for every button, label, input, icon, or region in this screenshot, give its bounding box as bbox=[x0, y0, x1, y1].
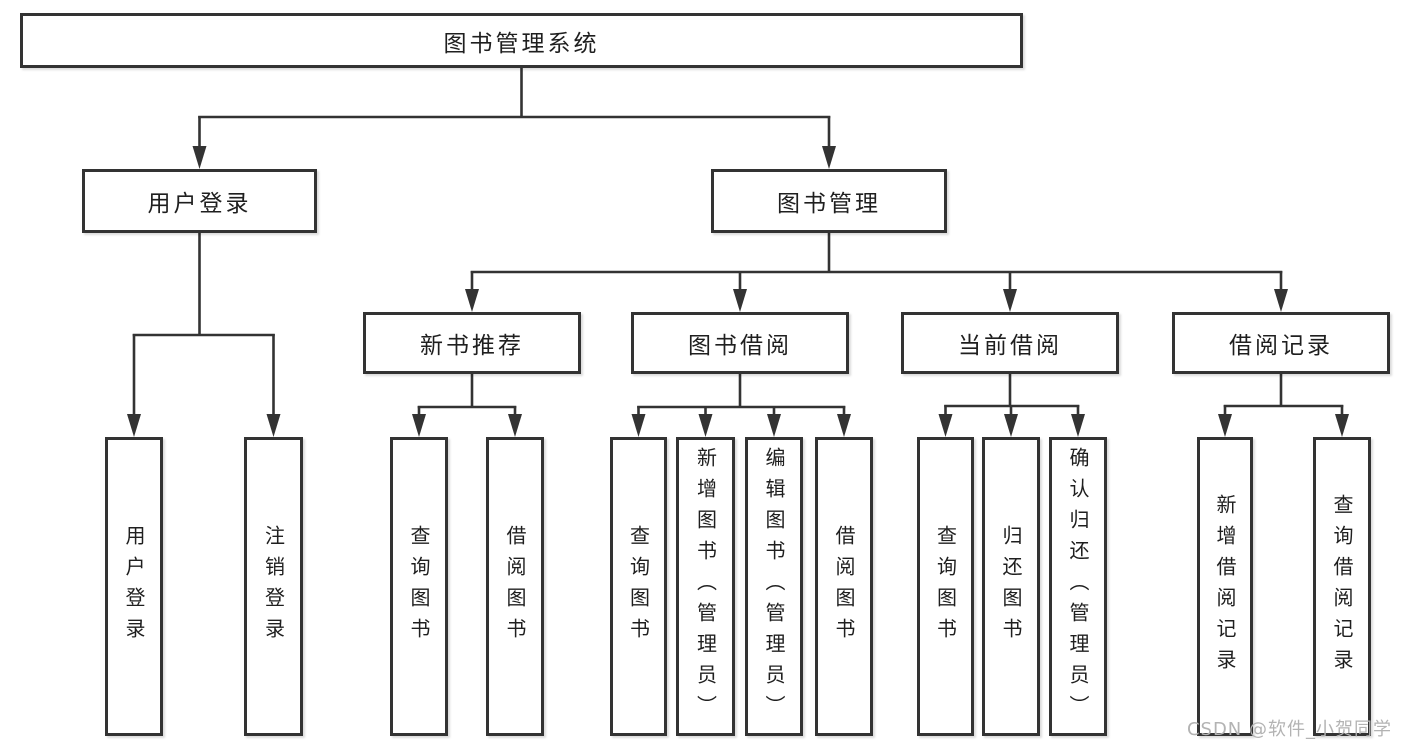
node-label: 注销登录 bbox=[261, 524, 286, 649]
node-cb-query-books: 查询图书 bbox=[917, 437, 974, 736]
node-borrow-records: 借阅记录 bbox=[1172, 312, 1390, 374]
node-label: 用户登录 bbox=[122, 524, 146, 649]
node-cb-return-books: 归还图书 bbox=[982, 437, 1040, 736]
node-label: 查询借阅记录 bbox=[1330, 493, 1354, 680]
node-book-borrow: 图书借阅 bbox=[631, 312, 849, 374]
node-label: 确认归还（管理员） bbox=[1066, 447, 1090, 726]
node-bb-query-books: 查询图书 bbox=[610, 437, 667, 736]
node-new-book-rec: 新书推荐 bbox=[363, 312, 581, 374]
node-br-add-record: 新增借阅记录 bbox=[1197, 437, 1253, 736]
node-nbr-query-books: 查询图书 bbox=[390, 437, 448, 736]
node-label: 当前借阅 bbox=[958, 333, 1062, 359]
node-label: 查询图书 bbox=[626, 524, 651, 649]
node-label: 查询图书 bbox=[407, 524, 431, 649]
node-label: 编辑图书（管理员） bbox=[762, 447, 786, 726]
node-cb-confirm-return: 确认归还（管理员） bbox=[1049, 437, 1107, 736]
node-label: 新增图书（管理员） bbox=[693, 447, 718, 726]
node-root: 图书管理系统 bbox=[20, 13, 1023, 68]
node-label: 查询图书 bbox=[933, 524, 958, 649]
node-label: 借阅记录 bbox=[1229, 333, 1333, 359]
node-label: 借阅图书 bbox=[832, 524, 856, 649]
node-label: 图书管理系统 bbox=[443, 30, 600, 57]
watermark: CSDN @软件_小贺同学 bbox=[1186, 719, 1392, 740]
node-nbr-borrow-books: 借阅图书 bbox=[486, 437, 544, 736]
node-bb-borrow-books: 借阅图书 bbox=[815, 437, 873, 736]
node-current-borrow: 当前借阅 bbox=[901, 312, 1119, 374]
node-bb-edit-books: 编辑图书（管理员） bbox=[745, 437, 803, 736]
node-label: 用户登录 bbox=[147, 191, 252, 217]
node-logout: 注销登录 bbox=[244, 437, 303, 736]
node-label: 图书借阅 bbox=[688, 333, 792, 359]
node-bb-add-books: 新增图书（管理员） bbox=[676, 437, 735, 736]
node-user-login-module: 用户登录 bbox=[82, 169, 317, 233]
node-label: 归还图书 bbox=[999, 524, 1023, 649]
node-label: 图书管理 bbox=[777, 191, 881, 217]
node-user-login: 用户登录 bbox=[105, 437, 163, 736]
node-label: 新书推荐 bbox=[420, 333, 524, 359]
node-label: 借阅图书 bbox=[503, 524, 527, 649]
node-book-mgmt-module: 图书管理 bbox=[711, 169, 947, 233]
node-label: 新增借阅记录 bbox=[1213, 493, 1237, 680]
node-br-query-record: 查询借阅记录 bbox=[1313, 437, 1371, 736]
